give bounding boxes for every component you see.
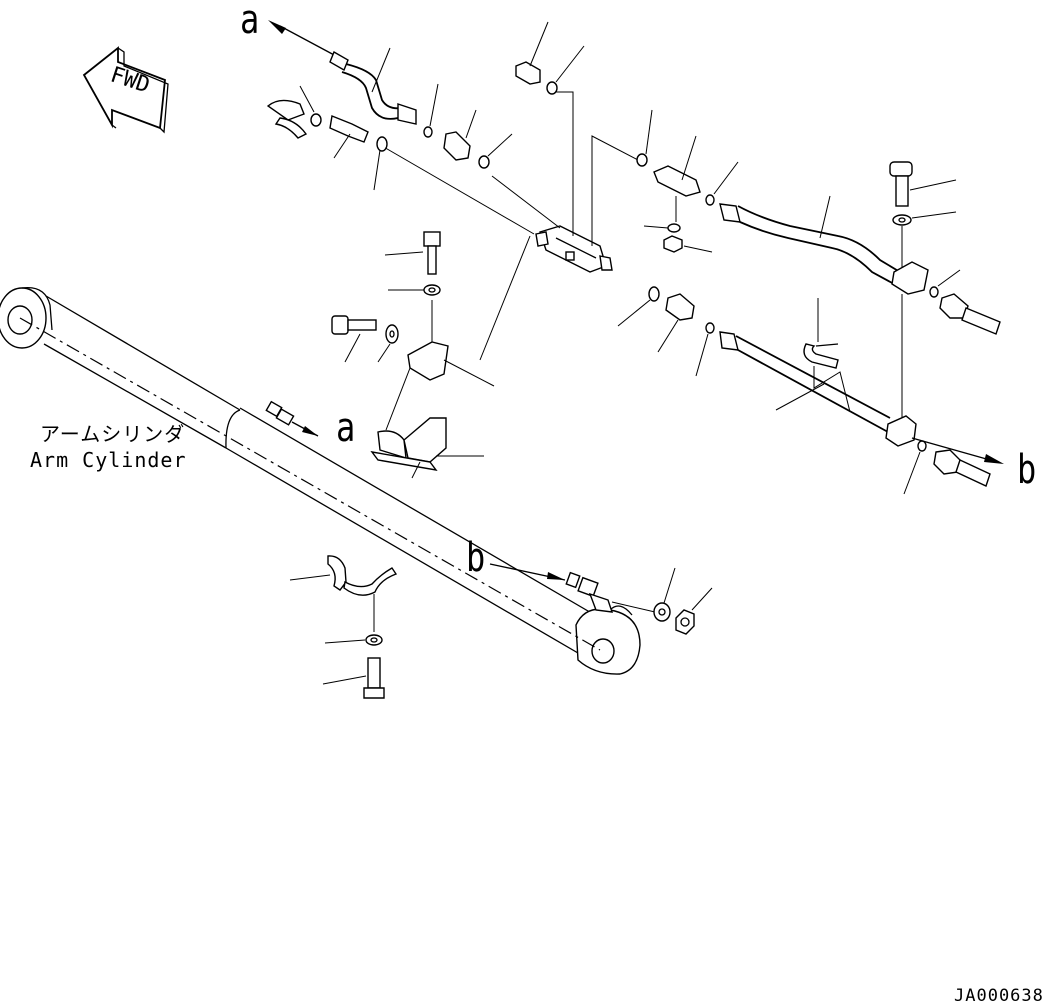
right-bolt-stack bbox=[889, 161, 957, 420]
callout-b-right: b bbox=[1017, 447, 1037, 493]
upper-clamp bbox=[370, 417, 484, 479]
tube-to-a bbox=[268, 20, 417, 125]
right-hose-upper bbox=[929, 269, 1001, 335]
cylinder-label-en: Arm Cylinder bbox=[30, 448, 187, 472]
fwd-arrow-icon bbox=[82, 46, 169, 134]
callout-a-cylinder: a bbox=[336, 405, 356, 451]
hose-fitting-left bbox=[329, 115, 388, 191]
drawing-code: JA000638 bbox=[954, 986, 1044, 1005]
valve-plug-bolt bbox=[515, 21, 585, 95]
cylinder-port-a-fitting bbox=[265, 400, 319, 437]
safety-valve-block bbox=[381, 91, 639, 361]
washer-and-nut bbox=[653, 567, 713, 635]
cylinder-label-jp: アームシリンダ bbox=[40, 422, 186, 446]
upper-right-tube bbox=[719, 195, 901, 285]
callout-a-top: a bbox=[240, 0, 260, 43]
lower-clamp bbox=[289, 555, 398, 699]
elbow-fitting-left bbox=[266, 85, 322, 139]
lower-tube-assembly bbox=[617, 286, 1004, 495]
oring-and-adapter bbox=[423, 83, 513, 169]
arm-cylinder-drawing bbox=[0, 286, 641, 675]
callout-b-cylinder: b bbox=[466, 535, 486, 581]
cylinder-port-b-fitting bbox=[489, 563, 656, 613]
valve-bracket bbox=[331, 231, 495, 431]
tee-fitting bbox=[636, 109, 739, 253]
